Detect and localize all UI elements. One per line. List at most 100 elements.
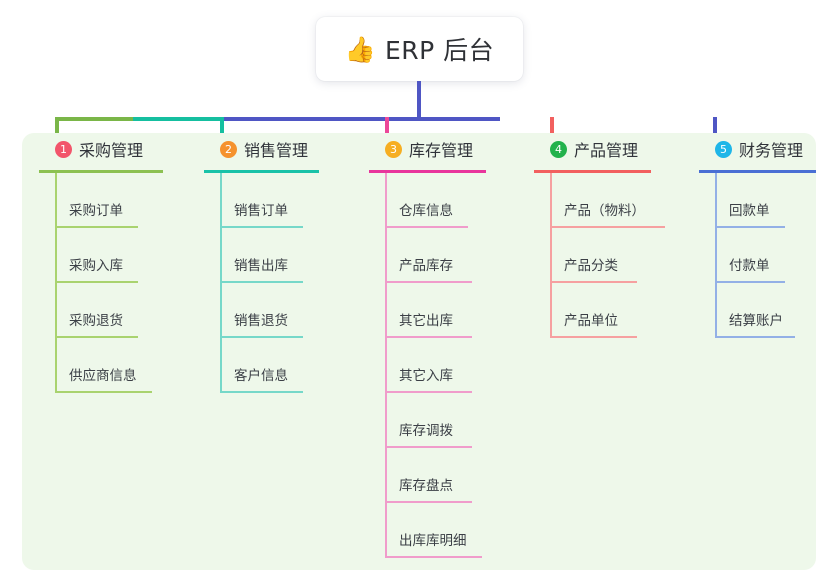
list-item[interactable]: 产品分类	[550, 228, 699, 283]
column-purchase-item-label: 采购入库	[69, 258, 123, 274]
list-item[interactable]: 供应商信息	[55, 338, 204, 393]
column-purchase-item-rule	[57, 281, 138, 283]
column-finance-header-rule	[699, 170, 816, 173]
column-sales-item-rule	[222, 226, 303, 228]
list-item[interactable]: 销售退货	[220, 283, 369, 338]
root-node[interactable]: 👍 ERP 后台	[316, 17, 523, 81]
column-sales-header-rule	[204, 170, 319, 173]
column-purchase-item-label: 采购订单	[69, 203, 123, 219]
list-item[interactable]: 仓库信息	[385, 173, 534, 228]
number-badge-4: 4	[550, 140, 567, 158]
column-finance-item-rule	[717, 281, 785, 283]
column-sales-item-label: 销售出库	[234, 258, 288, 274]
column-inventory-item-rule	[387, 226, 468, 228]
column-finance-title: 财务管理	[739, 141, 804, 160]
list-item[interactable]: 出库库明细	[385, 503, 534, 558]
column-purchase-items: 采购订单采购入库采购退货供应商信息	[39, 173, 204, 393]
column-finance-item-label: 回款单	[729, 203, 770, 219]
trunk-segment-1	[55, 117, 133, 121]
column-sales-items: 销售订单销售出库销售退货客户信息	[204, 173, 369, 393]
list-item[interactable]: 销售出库	[220, 228, 369, 283]
trunk-segment-3	[220, 117, 500, 121]
column-product-items: 产品（物料） 产品分类产品单位	[534, 173, 699, 338]
number-badge-1: 1	[55, 140, 72, 158]
column-product-item-label: 产品（物料）	[564, 203, 645, 219]
column-inventory-item-label: 库存调拨	[399, 423, 453, 439]
number-badge-5: 5	[715, 140, 732, 158]
column-purchase-title: 采购管理	[79, 141, 144, 160]
thumbs-up-icon: 👍	[344, 34, 376, 64]
column-inventory-item-label: 仓库信息	[399, 203, 453, 219]
column-product-item-rule	[552, 281, 637, 283]
column-sales-item-label: 销售退货	[234, 313, 288, 329]
column-sales-item-rule	[222, 391, 303, 393]
column-sales-header[interactable]: 2 销售管理	[204, 133, 369, 165]
column-inventory-item-label: 其它入库	[399, 368, 453, 384]
list-item[interactable]: 回款单	[715, 173, 839, 228]
list-item[interactable]: 付款单	[715, 228, 839, 283]
column-purchase: 1 采购管理采购订单采购入库采购退货供应商信息	[39, 133, 204, 393]
column-finance-items: 回款单付款单结算账户	[699, 173, 839, 338]
column-finance-item-rule	[717, 226, 785, 228]
column-purchase-header[interactable]: 1 采购管理	[39, 133, 204, 165]
column-sales: 2 销售管理销售订单销售出库销售退货客户信息	[204, 133, 369, 393]
column-product-spine	[550, 173, 552, 338]
list-item[interactable]: 产品单位	[550, 283, 699, 338]
column-inventory-title: 库存管理	[409, 141, 474, 160]
list-item[interactable]: 结算账户	[715, 283, 839, 338]
list-item[interactable]: 采购入库	[55, 228, 204, 283]
list-item[interactable]: 产品（物料）	[550, 173, 699, 228]
column-inventory-item-rule	[387, 556, 482, 558]
column-purchase-item-rule	[57, 336, 138, 338]
drop-product	[550, 117, 554, 143]
column-product-item-label: 产品单位	[564, 313, 618, 329]
column-finance-spine	[715, 173, 717, 338]
drop-finance	[713, 117, 717, 143]
column-purchase-item-rule	[57, 226, 138, 228]
column-inventory-item-rule	[387, 336, 472, 338]
drop-purchase	[55, 117, 59, 143]
list-item[interactable]: 产品库存	[385, 228, 534, 283]
column-purchase-item-label: 采购退货	[69, 313, 123, 329]
column-sales-item-label: 客户信息	[234, 368, 288, 384]
list-item[interactable]: 库存盘点	[385, 448, 534, 503]
column-inventory-item-label: 出库库明细	[399, 533, 467, 549]
column-purchase-header-rule	[39, 170, 163, 173]
column-sales-item-rule	[222, 281, 303, 283]
column-inventory-item-rule	[387, 501, 472, 503]
root-stem-connector	[417, 81, 421, 119]
column-finance-item-label: 付款单	[729, 258, 770, 274]
root-node-label: ERP 后台	[384, 36, 495, 65]
column-sales-title: 销售管理	[244, 141, 309, 160]
drop-inventory	[385, 117, 389, 143]
column-product-item-rule	[552, 226, 665, 228]
column-finance-item-label: 结算账户	[729, 313, 783, 329]
list-item[interactable]: 其它出库	[385, 283, 534, 338]
list-item[interactable]: 采购订单	[55, 173, 204, 228]
column-inventory-spine	[385, 173, 387, 558]
column-sales-item-rule	[222, 336, 303, 338]
column-product-header-rule	[534, 170, 651, 173]
column-finance-item-rule	[717, 336, 795, 338]
column-sales-spine	[220, 173, 222, 393]
column-inventory-items: 仓库信息产品库存其它出库其它入库库存调拨库存盘点出库库明细	[369, 173, 534, 558]
column-purchase-item-label: 供应商信息	[69, 368, 137, 384]
column-inventory-item-label: 库存盘点	[399, 478, 453, 494]
drop-sales	[220, 117, 224, 143]
column-inventory-item-rule	[387, 391, 472, 393]
column-inventory-header-rule	[369, 170, 486, 173]
number-badge-2: 2	[220, 140, 237, 158]
column-finance-header[interactable]: 5 财务管理	[699, 133, 839, 165]
list-item[interactable]: 采购退货	[55, 283, 204, 338]
list-item[interactable]: 其它入库	[385, 338, 534, 393]
branches-panel: 1 采购管理采购订单采购入库采购退货供应商信息 2 销售管理销售订单销售出库销售退货客…	[22, 133, 816, 570]
column-sales-item-label: 销售订单	[234, 203, 288, 219]
list-item[interactable]: 客户信息	[220, 338, 369, 393]
list-item[interactable]: 库存调拨	[385, 393, 534, 448]
column-finance: 5 财务管理回款单付款单结算账户	[699, 133, 839, 338]
column-product-item-label: 产品分类	[564, 258, 618, 274]
list-item[interactable]: 销售订单	[220, 173, 369, 228]
